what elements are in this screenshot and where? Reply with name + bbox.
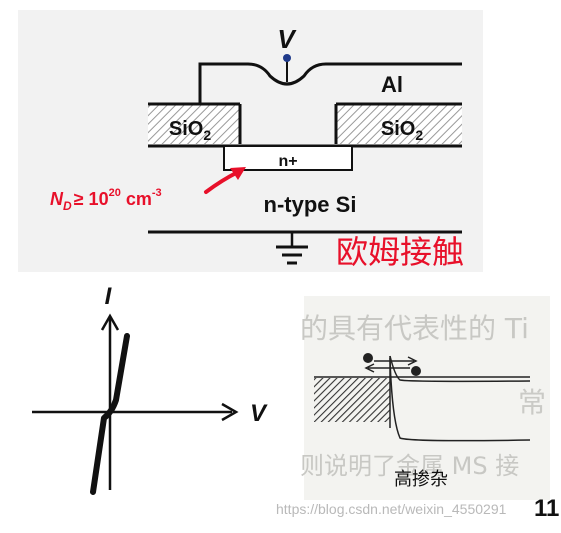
voltage-terminal-label: V	[277, 24, 297, 54]
oxide-right-label: SiO2	[381, 118, 423, 143]
ohmic-contact-cross-section: V Al SiO2 SiO2 n+ n-type Si ND≥ 1020 cm-…	[18, 10, 483, 272]
oxide-left-label: SiO2	[169, 118, 211, 143]
aluminum-label: Al	[381, 72, 403, 97]
scan-bg-text-mid: 常	[518, 386, 546, 419]
iv-x-axis-arrowhead	[221, 402, 239, 422]
doping-condition-label: ND≥ 1020 cm-3	[50, 187, 162, 213]
n-plus-region	[223, 145, 353, 171]
ohmic-contact-title: 欧姆接触	[336, 233, 464, 271]
tunnel-arrow-right-head	[407, 356, 418, 366]
iv-y-axis-arrowhead	[100, 313, 120, 331]
ground-icon	[276, 232, 308, 265]
doping-pointer-arrowhead	[230, 167, 246, 180]
electron-right	[411, 366, 421, 376]
terminal-node	[283, 54, 291, 62]
electron-left	[363, 353, 373, 363]
tunnel-arrow-left-head	[364, 363, 375, 373]
valence-band	[389, 357, 531, 442]
iv-y-axis-label: I	[105, 283, 113, 310]
iv-curve	[90, 333, 130, 495]
iv-characteristic-plot: I V	[32, 283, 268, 495]
watermark-text: https://blog.csdn.net/weixin_4550291	[276, 501, 507, 517]
scan-bg-text-bottom: 则说明了金属 MS 接	[300, 452, 519, 480]
oxide-right-block	[336, 104, 462, 144]
scan-bg-text-top: 的具有代表性的 Ti	[300, 312, 529, 345]
band-diagram-caption: 高掺杂	[394, 469, 448, 490]
oxide-left-block	[148, 104, 240, 144]
aluminum-layer-outline	[198, 62, 462, 118]
n-plus-label: n+	[278, 153, 297, 170]
page-number: 11	[534, 495, 559, 522]
metal-region-hatch	[314, 378, 390, 422]
substrate-label: n-type Si	[264, 192, 357, 217]
band-diagram-scan: 的具有代表性的 Ti 常 则说明了金属 MS 接 高掺杂	[300, 296, 550, 500]
iv-x-axis-label: V	[250, 400, 268, 427]
